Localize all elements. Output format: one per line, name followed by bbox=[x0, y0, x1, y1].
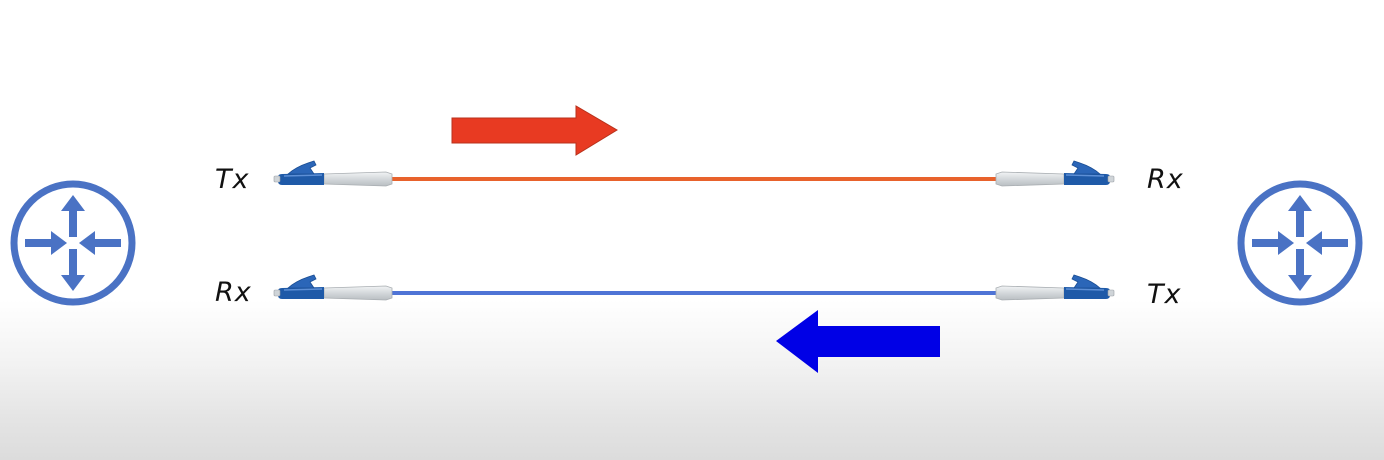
left-top-port-label: Tx bbox=[215, 164, 250, 195]
right-bottom-connector-icon bbox=[995, 274, 1115, 301]
left-top-connector-icon bbox=[273, 160, 393, 187]
right-top-port-label: Rx bbox=[1147, 164, 1184, 195]
bottom-direction-arrow-left-icon bbox=[776, 310, 940, 373]
left-bottom-port-label: Rx bbox=[215, 277, 252, 308]
right-router-icon bbox=[1241, 184, 1359, 302]
top-direction-arrow-right-icon bbox=[451, 105, 618, 156]
left-bottom-connector-icon bbox=[273, 274, 393, 301]
right-bottom-port-label: Tx bbox=[1147, 279, 1182, 310]
left-router-icon bbox=[14, 184, 132, 302]
right-top-connector-icon bbox=[995, 160, 1115, 187]
